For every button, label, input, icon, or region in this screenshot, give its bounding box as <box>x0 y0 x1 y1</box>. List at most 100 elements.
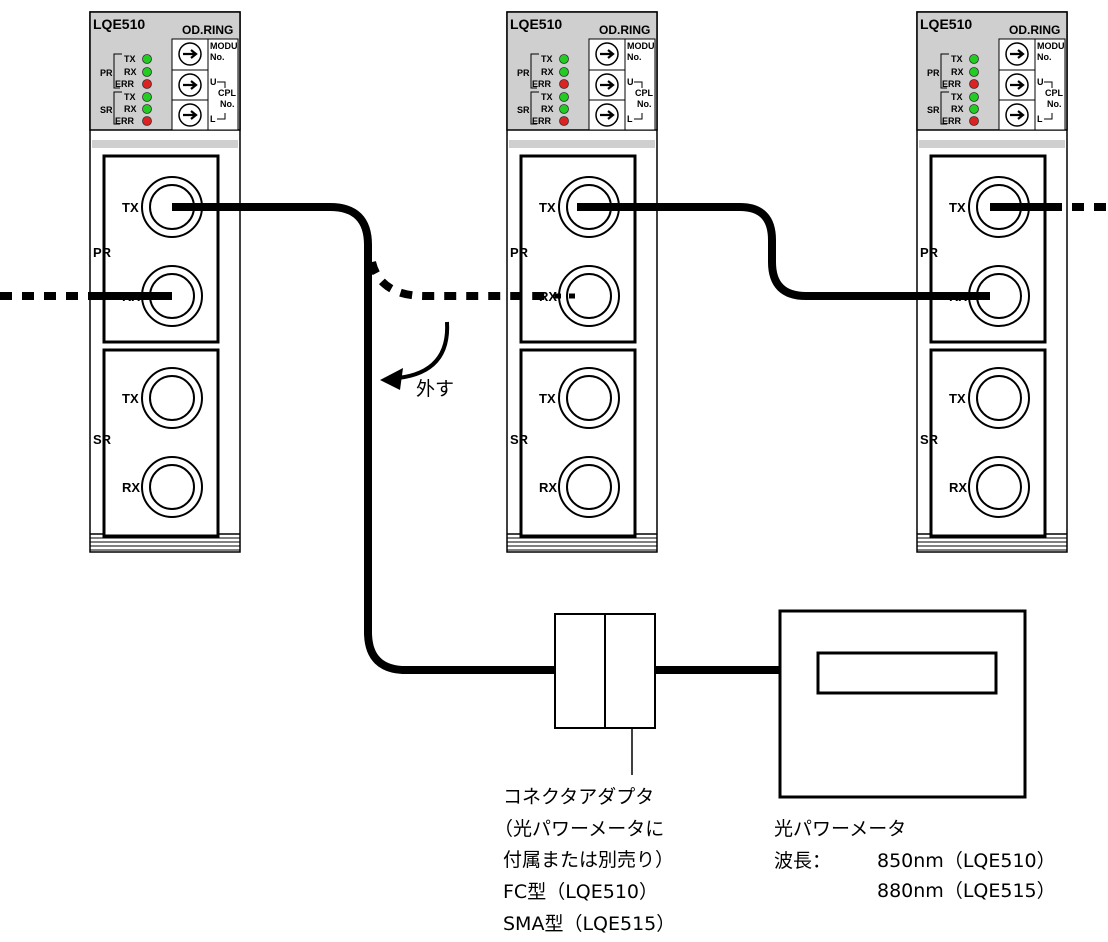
port-group-label: SR <box>510 432 529 447</box>
port-group-label: PR <box>93 245 112 260</box>
remove-label: 外す <box>416 378 454 400</box>
arrow-right-icon <box>183 49 198 59</box>
module-separator <box>919 140 1065 148</box>
status-led-icon <box>559 104 569 114</box>
led-label: RX <box>124 67 137 77</box>
sr-tx-port-inner <box>976 375 1022 421</box>
led-label: RX <box>124 104 137 114</box>
arrow-right-icon <box>183 80 198 90</box>
led-group-label: PR <box>927 68 940 78</box>
port-label: TX <box>949 200 966 215</box>
power-meter-title: 光パワーメータ <box>774 818 906 840</box>
status-led-icon <box>142 79 152 89</box>
port-group-label: SR <box>920 432 939 447</box>
pr-led-bracket <box>530 53 539 89</box>
status-led-icon <box>559 92 569 102</box>
switch-label: CPL <box>1045 88 1064 98</box>
sr-tx-port-inner <box>149 375 195 421</box>
arrow-right-icon <box>600 49 615 59</box>
led-label: TX <box>541 92 553 102</box>
status-led-icon <box>559 116 569 126</box>
status-led-icon <box>559 54 569 64</box>
status-led-icon <box>142 116 152 126</box>
pr-led-bracket <box>940 53 949 89</box>
port-group-label: PR <box>920 245 939 260</box>
wavelength-value: 850nm（LQE510） <box>877 850 1056 872</box>
status-led-icon <box>142 104 152 114</box>
module-type: OD.RING <box>599 23 650 37</box>
module-type: OD.RING <box>182 23 233 37</box>
status-led-icon <box>969 104 979 114</box>
connector-adapter <box>554 613 656 729</box>
optical-power-meter <box>778 609 1027 799</box>
switch-label: CPL <box>218 88 237 98</box>
wavelength-label: 波長： <box>774 850 831 872</box>
status-led-icon <box>969 92 979 102</box>
port-label: RX <box>949 480 967 495</box>
connector-adapter-label: コネクタアダプタ （光パワーメータに 付属または別売り） FC型（LQE510）… <box>494 786 675 935</box>
adapter-label-line: コネクタアダプタ <box>503 786 654 808</box>
pr-rx-port-inner <box>566 273 612 319</box>
module-model: LQE510 <box>920 16 972 32</box>
sr-tx-port-inner <box>566 375 612 421</box>
switch-label: U <box>1037 77 1044 87</box>
sr-led-bracket <box>113 91 122 125</box>
arrow-right-icon <box>1010 49 1025 59</box>
port-label: TX <box>539 391 556 406</box>
adapter-label-line: FC型（LQE510） <box>503 881 658 903</box>
power-meter-label: 光パワーメータ 波長： 850nm（LQE510） 880nm（LQE515） <box>774 818 1056 902</box>
module-separator <box>509 140 655 148</box>
led-group-label: PR <box>100 68 113 78</box>
remove-arrow <box>397 321 450 380</box>
arrow-right-icon <box>600 110 615 120</box>
led-label: TX <box>124 92 136 102</box>
led-label: RX <box>541 104 554 114</box>
switch-label: No. <box>627 52 642 62</box>
sr-led-bracket <box>530 91 539 125</box>
switch-bracket <box>1044 113 1053 120</box>
led-label: ERR <box>532 116 552 126</box>
led-group-label: SR <box>100 105 113 115</box>
port-label: TX <box>539 200 556 215</box>
switch-bracket <box>634 81 643 88</box>
led-label: TX <box>124 54 136 64</box>
status-led-icon <box>559 67 569 77</box>
switch-label: No. <box>1047 99 1062 109</box>
wavelength-value: 880nm（LQE515） <box>877 880 1056 902</box>
arrow-right-icon <box>1010 110 1025 120</box>
port-label: RX <box>539 480 557 495</box>
switch-label: L <box>1037 114 1043 124</box>
led-label: RX <box>541 67 554 77</box>
status-led-icon <box>969 67 979 77</box>
module-type: OD.RING <box>1009 23 1060 37</box>
switch-label: L <box>627 114 633 124</box>
switch-label: U <box>627 77 634 87</box>
sr-rx-port-inner <box>976 464 1022 510</box>
switch-label: U <box>210 77 217 87</box>
status-led-icon <box>969 79 979 89</box>
switch-label: CPL <box>635 88 654 98</box>
sr-rx-port-inner <box>566 464 612 510</box>
led-label: ERR <box>115 116 135 126</box>
switch-label: L <box>210 114 216 124</box>
port-label: TX <box>122 200 139 215</box>
module-separator <box>92 140 238 148</box>
led-label: ERR <box>942 79 962 89</box>
port-label: TX <box>949 391 966 406</box>
status-led-icon <box>142 92 152 102</box>
status-led-icon <box>142 54 152 64</box>
remove-arrow-head-icon <box>380 368 403 390</box>
led-label: ERR <box>532 79 552 89</box>
module-model: LQE510 <box>93 16 145 32</box>
switch-bracket <box>217 81 226 88</box>
switch-bracket <box>634 113 643 120</box>
status-led-icon <box>142 67 152 77</box>
switch-label: No. <box>637 99 652 109</box>
switch-bracket <box>217 113 226 120</box>
switch-label: MODU <box>210 41 238 51</box>
switch-label: MODU <box>1037 41 1065 51</box>
power-meter-display <box>816 651 998 695</box>
